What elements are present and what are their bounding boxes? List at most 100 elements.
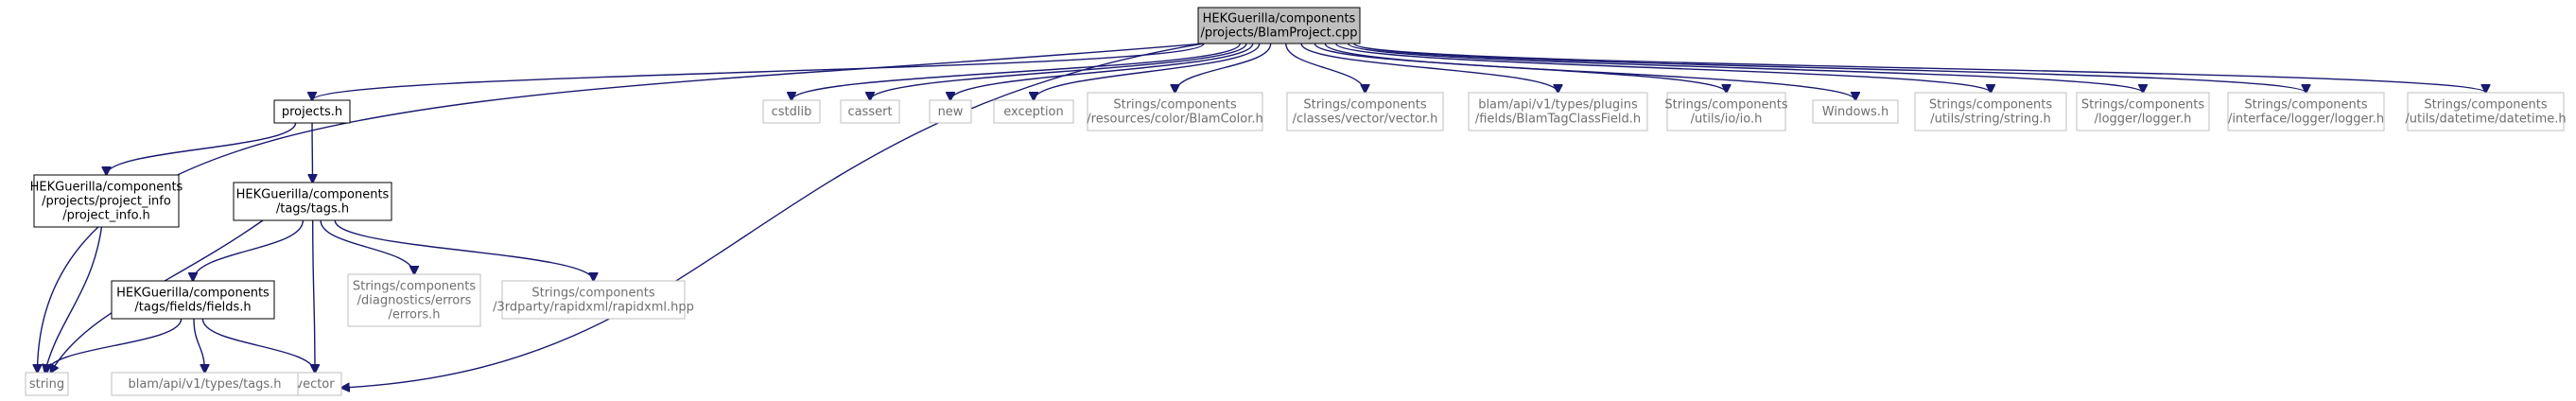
node-box [2076,92,2210,131]
edge-tags_h-to-vector [313,219,315,373]
node-box [25,372,69,396]
nodes-layer: HEKGuerilla/components/projects/BlamProj… [25,7,2567,396]
node-label: /fields/BlamTagClassField.h [1475,113,1641,127]
node-projects_h[interactable]: projects.h [273,99,351,124]
edge-root-to-projects_h [312,43,1205,100]
node-box [1087,92,1263,131]
node-string_h: Strings/components/utils/string/string.h [1914,92,2067,131]
node-box [347,273,481,327]
node-iface_logger_h: Strings/components/interface/logger/logg… [2227,92,2385,131]
node-label: Strings/components [1664,98,1787,113]
node-project_info_h[interactable]: HEKGuerilla/components/projects/project_… [30,174,183,228]
node-box [233,182,392,221]
node-box [840,99,900,124]
node-label: blam/api/v1/types/plugins [1478,98,1638,113]
node-label: Strings/components [1113,98,1236,113]
node-label: Strings/components [1303,98,1426,113]
node-cassert: cassert [840,99,900,124]
node-label: /3rdparty/rapidxml/rapidxml.hpp [493,301,694,315]
node-box [1468,92,1648,131]
node-box [273,99,351,124]
node-label: /projects/BlamProject.cpp [1200,26,1357,41]
edge-root-to-iface_logger_h [1353,43,2306,93]
node-box [501,280,686,320]
node-blamcolor: Strings/components/resources/color/BlamC… [1087,92,1263,131]
node-label: new [938,105,964,119]
node-label: HEKGuerilla/components [116,287,270,301]
node-box [1197,7,1361,44]
node-box [2227,92,2385,131]
node-label: HEKGuerilla/components [236,188,390,202]
edge-root-to-blamcolor [1175,43,1272,93]
node-label: exception [1003,105,1064,119]
node-label: /errors.h [389,308,441,323]
node-exception: exception [993,99,1074,124]
node-io_h: Strings/components/utils/io/io.h [1664,92,1788,131]
node-label: /tags/fields/fields.h [134,301,251,315]
edge-root-to-cstdlib [792,43,1241,100]
edge-tags_h-to-rapidxml_hpp [334,219,593,281]
node-label: Strings/components [353,280,476,294]
node-box [111,372,299,396]
node-box [1812,99,1899,124]
edge-root-to-cassert [870,43,1247,100]
node-label: /utils/io/io.h [1691,113,1763,127]
node-label: vector [295,377,335,392]
node-label: /logger/logger.h [2095,113,2192,127]
edge-root-to-logger_h [1347,43,2143,93]
node-label: string [29,377,64,392]
node-label: /projects/project_info [42,195,171,209]
edge-root-to-string_h [1335,43,1991,93]
node-label: HEKGuerilla/components [30,181,183,195]
node-box [929,99,972,124]
node-label: Strings/components [2424,98,2547,113]
node-label: /diagnostics/errors [357,294,472,308]
node-box [111,280,275,320]
node-label: /utils/datetime/datetime.h [2405,113,2566,127]
node-errors_h: Strings/components/diagnostics/errors/er… [347,273,481,327]
edge-root-to-vector [341,43,1205,388]
node-box [1914,92,2067,131]
edge-root-to-string [38,43,1205,373]
node-label: /resources/color/BlamColor.h [1087,113,1262,127]
node-box [33,174,180,228]
node-label: Strings/components [2081,98,2204,113]
node-box [1286,92,1444,131]
node-label: /interface/logger/logger.h [2228,113,2384,127]
edge-fields_h-to-string [47,318,183,373]
node-blamtagclassfield: blam/api/v1/types/plugins/fields/BlamTag… [1468,92,1648,131]
node-root[interactable]: HEKGuerilla/components/projects/BlamProj… [1197,7,1361,44]
node-string: string [25,372,69,396]
node-label: Strings/components [2244,98,2367,113]
node-cstdlib: cstdlib [762,99,821,124]
node-label: blam/api/v1/types/tags.h [128,377,281,392]
node-label: /tags/tags.h [276,202,349,217]
node-label: /utils/string/string.h [1930,113,2050,127]
node-new: new [929,99,972,124]
node-label: Strings/components [531,287,654,301]
edge-fields_h-to-blam_tags_h [193,318,205,373]
edge-fields_h-to-vector [201,318,315,373]
edge-tags_h-to-errors_h [320,219,414,274]
edges-layer [38,43,2486,388]
edge-project_info_h-to-string [45,226,103,373]
node-box [993,99,1074,124]
node-box [2407,92,2565,131]
edge-root-to-datetime_h [1353,43,2486,93]
edge-root-to-new [950,43,1254,100]
node-fields_h[interactable]: HEKGuerilla/components/tags/fields/field… [111,280,275,320]
node-datetime_h: Strings/components/utils/datetime/dateti… [2405,92,2567,131]
node-label: cstdlib [772,105,812,119]
node-vector_h: Strings/components/classes/vector/vector… [1286,92,1444,131]
node-label: Strings/components [1929,98,2052,113]
node-label: cassert [847,105,892,119]
node-label: /project_info.h [62,209,150,223]
node-tags_h[interactable]: HEKGuerilla/components/tags/tags.h [233,182,392,221]
node-logger_h: Strings/components/logger/logger.h [2076,92,2210,131]
edge-projects_h-to-project_info_h [107,122,297,175]
node-label: Windows.h [1822,105,1888,119]
node-label: /classes/vector/vector.h [1293,113,1438,127]
edge-root-to-exception [1034,43,1261,100]
edge-root-to-vector_h [1285,43,1366,93]
